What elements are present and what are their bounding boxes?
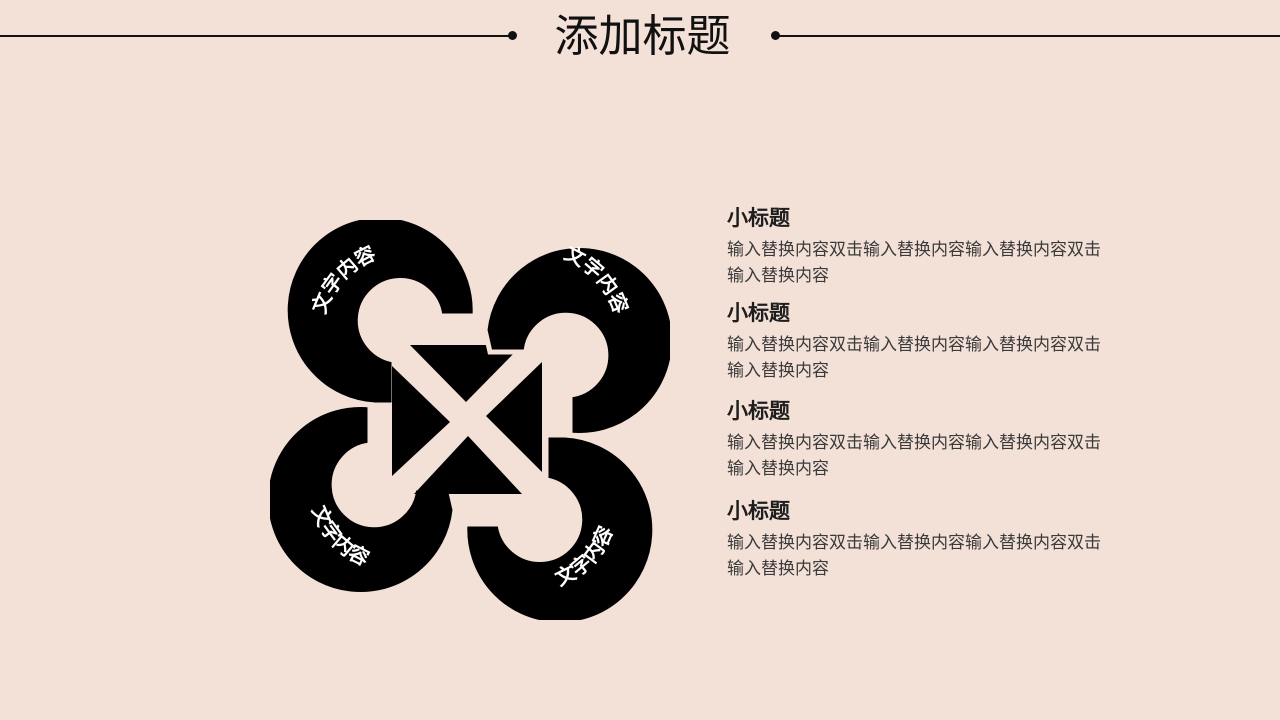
item-body-text: 输入替换内容双击输入替换内容输入替换内容双击输入替换内容: [727, 240, 1101, 286]
petal-bottom-left-ring: [270, 402, 458, 598]
four-arrow-cycle-diagram: 文字内容 文字内容 文字内容 文字内容: [270, 220, 670, 620]
petal-bottom-left[interactable]: [270, 366, 458, 598]
title-divider-dot-right: [771, 31, 780, 40]
title-divider-left: [0, 35, 512, 37]
petal-top-right-arrowhead: [486, 362, 542, 472]
title-divider-right: [776, 35, 1280, 37]
page-title[interactable]: 添加标题: [554, 11, 731, 62]
petal-bottom-right-arrowhead: [414, 436, 522, 494]
item-subtitle: 小标题: [727, 301, 790, 325]
petal-bottom-right[interactable]: [414, 432, 658, 620]
title-bar: 添加标题: [0, 0, 1280, 80]
item-subtitle: 小标题: [727, 499, 790, 523]
list-item[interactable]: 小标题 输入替换内容双击输入替换内容输入替换内容双击输入替换内容: [727, 396, 1127, 482]
title-divider-dot-left: [508, 31, 517, 40]
list-item[interactable]: 小标题 输入替换内容双击输入替换内容输入替换内容双击输入替换内容: [727, 298, 1127, 384]
list-item[interactable]: 小标题 输入替换内容双击输入替换内容输入替换内容双击输入替换内容: [727, 203, 1127, 289]
petal-bottom-right-ring: [462, 432, 658, 620]
item-body-text: 输入替换内容双击输入替换内容输入替换内容双击输入替换内容: [727, 533, 1101, 579]
item-body-text: 输入替换内容双击输入替换内容输入替换内容双击输入替换内容: [727, 335, 1101, 381]
center-cross-line-b: [415, 365, 521, 471]
list-item[interactable]: 小标题 输入替换内容双击输入替换内容输入替换内容双击输入替换内容: [727, 496, 1127, 582]
petal-bottom-left-arrowhead: [392, 366, 450, 476]
petal-top-left-arrowhead: [410, 345, 522, 402]
petal-top-left[interactable]: [282, 220, 522, 408]
petal-top-left-ring: [282, 220, 478, 408]
item-subtitle: 小标题: [727, 399, 790, 423]
petal-top-right[interactable]: [482, 242, 670, 472]
petal-top-right-ring: [482, 242, 670, 438]
item-subtitle: 小标题: [727, 206, 790, 230]
item-body-text: 输入替换内容双击输入替换内容输入替换内容双击输入替换内容: [727, 433, 1101, 479]
